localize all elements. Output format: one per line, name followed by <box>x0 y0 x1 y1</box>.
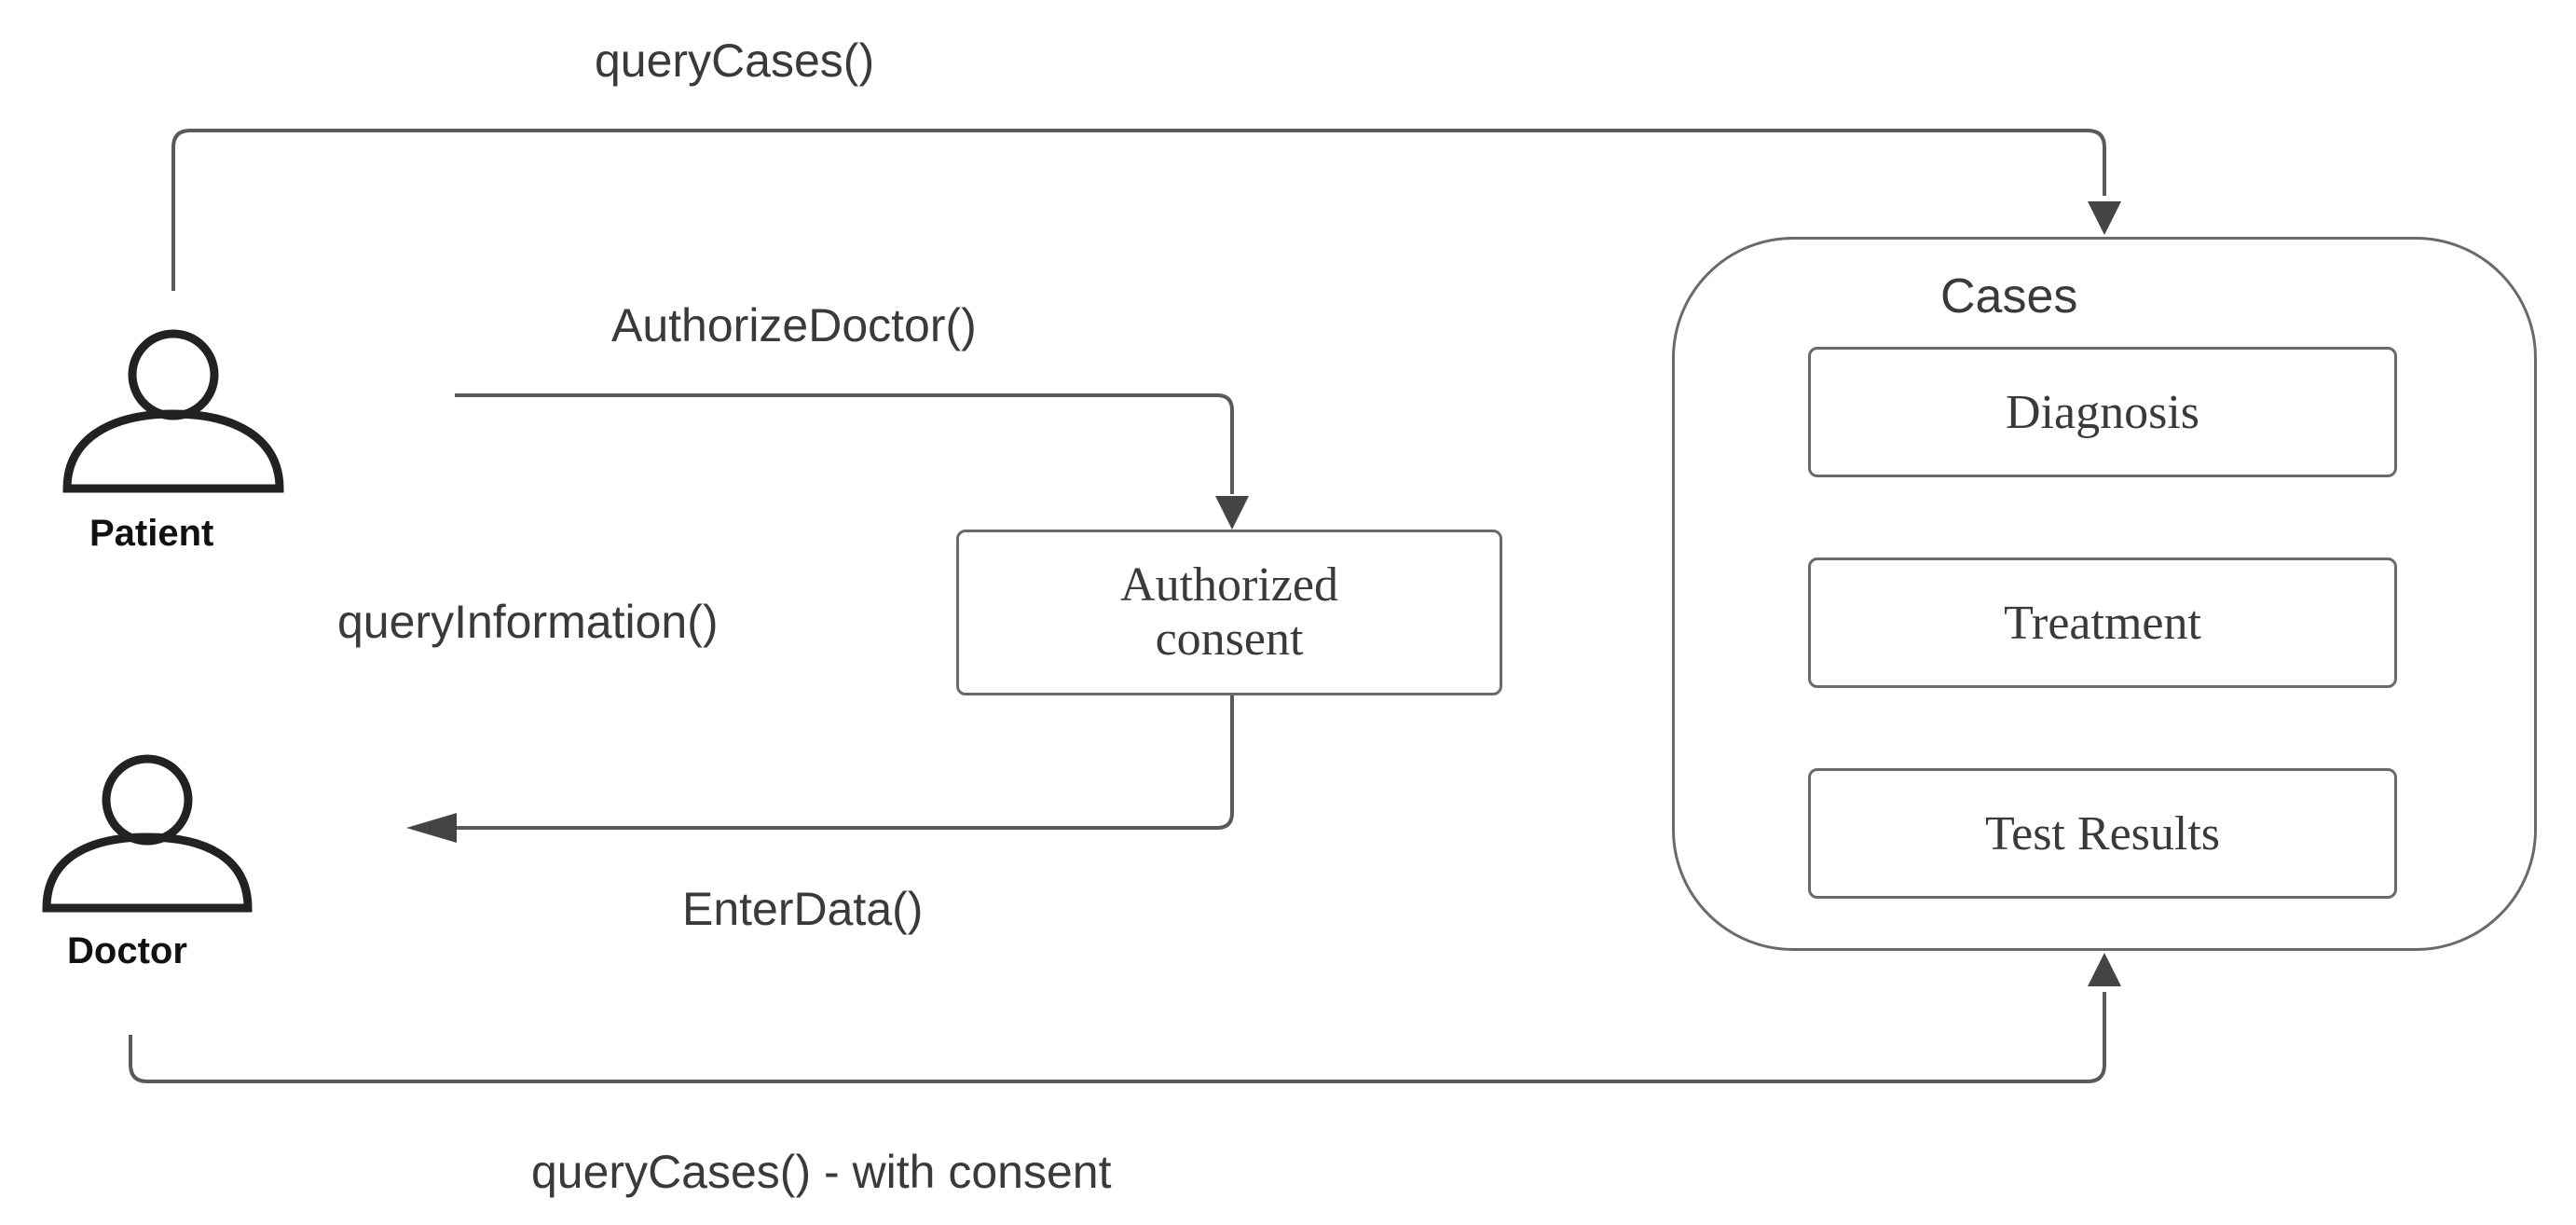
consent-line-1: Authorized <box>1120 557 1338 612</box>
query-cases-connector <box>171 129 2106 291</box>
query-cases-consent-connector <box>129 992 2106 1083</box>
diagnosis-box: Diagnosis <box>1808 347 2397 477</box>
query-cases-consent-label: queryCases() - with consent <box>531 1146 1112 1198</box>
authorize-doctor-connector <box>455 393 1234 494</box>
patient-icon <box>62 329 284 493</box>
query-cases-label: queryCases() <box>595 34 875 87</box>
consent-line-2: consent <box>1155 612 1304 666</box>
doctor-label: Doctor <box>67 930 187 971</box>
diagnosis-label: Diagnosis <box>2006 385 2199 439</box>
enter-data-connector <box>455 695 1234 830</box>
query-information-label: queryInformation() <box>337 596 719 648</box>
arrowhead-into-cases-top <box>2088 201 2121 235</box>
patient-label: Patient <box>89 513 214 554</box>
treatment-label: Treatment <box>2004 596 2201 650</box>
cases-title: Cases <box>1940 269 2078 323</box>
authorized-consent-box: Authorized consent <box>956 530 1502 695</box>
test-results-box: Test Results <box>1808 768 2397 899</box>
authorize-doctor-label: AuthorizeDoctor() <box>611 299 977 351</box>
enter-data-label: EnterData() <box>682 883 924 935</box>
treatment-box: Treatment <box>1808 557 2397 688</box>
arrowhead-to-doctor <box>406 813 457 843</box>
arrowhead-into-cases-bottom <box>2088 953 2121 986</box>
arrowhead-into-consent <box>1215 496 1249 530</box>
doctor-icon <box>42 754 253 913</box>
test-results-label: Test Results <box>1984 806 2221 860</box>
